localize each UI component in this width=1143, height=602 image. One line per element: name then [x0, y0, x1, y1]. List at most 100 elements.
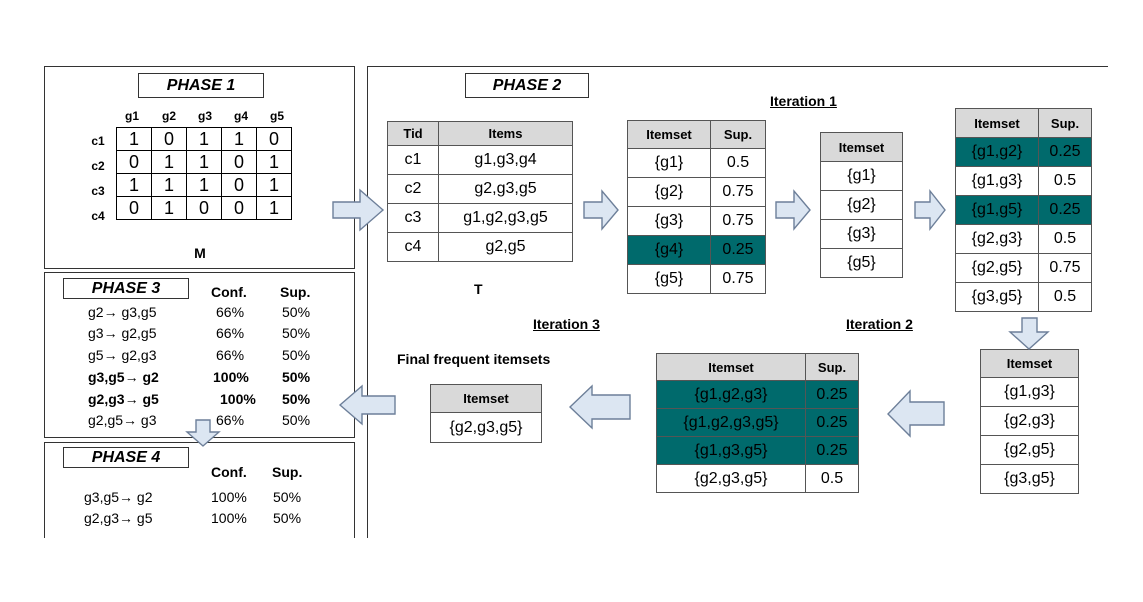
table-row-pruned: {g1,g2,g3,g5} 0.25	[656, 408, 859, 437]
phase3-conf: 66%	[216, 412, 245, 428]
matrix-cell: 1	[186, 127, 222, 151]
sup-cell: 0.25	[1038, 195, 1092, 225]
itemset-cell: {g3}	[820, 219, 903, 249]
transactions-table: Tid Items c1 g1,g3,g4 c2 g2,g3,g5 c3 g1,…	[387, 121, 573, 262]
phase1-title: PHASE 1	[138, 73, 264, 98]
phase3-conf: 100%	[220, 391, 256, 407]
phase2-title: PHASE 2	[465, 73, 589, 98]
sup-cell: 0.75	[710, 177, 766, 207]
phase3-sup: 50%	[282, 347, 311, 363]
phase4-rule: g3,g5→ g2	[84, 489, 153, 505]
phase3-sup: 50%	[282, 369, 311, 385]
itemset-header: Itemset	[820, 132, 903, 162]
matrix-cell: 0	[221, 150, 257, 174]
itemset-cell: {g1,g3}	[955, 166, 1039, 196]
sup-cell: 0.25	[805, 436, 859, 465]
table-row-pruned: {g1,g3,g5} 0.25	[656, 436, 859, 465]
matrix-cell: 1	[256, 173, 292, 197]
table-row: {g3,g5}	[980, 464, 1079, 494]
table-row: c2 g2,g3,g5	[387, 174, 573, 204]
arrow-left-icon	[568, 384, 631, 430]
table-row-pruned: {g1,g5} 0.25	[955, 195, 1092, 225]
matrix-cell: 1	[151, 150, 187, 174]
items-cell: g1,g2,g3,g5	[438, 203, 573, 233]
itemset-cell: {g2,g3}	[955, 224, 1039, 254]
arrow-down-icon	[1008, 317, 1050, 350]
table-row: {g2,g3,g5}	[430, 412, 542, 443]
itemset-cell: {g2,g5}	[980, 435, 1079, 465]
phase4-title: PHASE 4	[63, 447, 189, 468]
final-itemsets-table: Itemset {g2,g3,g5}	[430, 384, 542, 443]
iteration1-label: Iteration 1	[770, 93, 837, 109]
phase3-title: PHASE 3	[63, 278, 189, 299]
matrix-col-label: g2	[161, 109, 176, 123]
phase2-panel-top-border	[367, 66, 1108, 67]
sup-header: Sup.	[710, 120, 766, 149]
matrix-row-label: c1	[91, 134, 105, 148]
matrix-col-label: g5	[269, 109, 284, 123]
matrix-row-label: c4	[91, 209, 105, 223]
matrix-caption: M	[194, 245, 206, 261]
matrix-cell: 0	[221, 196, 257, 220]
matrix-cell: 1	[256, 196, 292, 220]
phase3-rule: g3,g5→ g2	[88, 369, 159, 385]
phase3-rule: g2→ g3,g5	[88, 304, 157, 320]
arrow-right-icon	[914, 188, 946, 232]
table-row: {g2,g5}	[980, 435, 1079, 465]
itemset-cell: {g4}	[627, 235, 711, 265]
itemset-cell: {g1,g2,g3}	[656, 380, 806, 409]
itemset-cell: {g1,g5}	[955, 195, 1039, 225]
arrow-right-icon	[332, 188, 385, 232]
table-row: c4 g2,g5	[387, 232, 573, 262]
table-row: {g1,g3} 0.5	[955, 166, 1092, 196]
table-header-row: Itemset	[430, 384, 542, 413]
matrix-cell: 1	[151, 173, 187, 197]
arrow-right-icon	[583, 189, 619, 231]
final-label: Final frequent itemsets	[397, 351, 551, 367]
sup-cell: 0.25	[1038, 137, 1092, 167]
phase3-rule: g3→ g2,g5	[88, 325, 157, 341]
table-row-pruned: {g1,g2,g3} 0.25	[656, 380, 859, 409]
phase4-conf: 100%	[211, 489, 247, 505]
items-cell: g2,g5	[438, 232, 573, 262]
matrix-cell: 0	[116, 196, 152, 220]
matrix-cell: 0	[186, 196, 222, 220]
itemset-cell: {g3,g5}	[980, 464, 1079, 494]
table-row: {g2} 0.75	[627, 177, 766, 207]
phase3-sup: 50%	[282, 412, 311, 428]
arrow-left-icon	[338, 384, 396, 426]
phase4-sup-header: Sup.	[272, 464, 303, 480]
table-row: {g2,g5} 0.75	[955, 253, 1092, 283]
items-header: Items	[438, 121, 573, 146]
arrow-left-icon	[887, 389, 945, 438]
table-header-row: Tid Items	[387, 121, 573, 146]
sup-cell: 0.5	[710, 148, 766, 178]
table-row: {g5}	[820, 248, 903, 278]
itemset-cell: {g5}	[627, 264, 711, 294]
phase4-conf: 100%	[211, 510, 247, 526]
table-header-row: Itemset	[820, 132, 903, 162]
candidate3-table: Itemset Sup. {g1,g2,g3} 0.25 {g1,g2,g3,g…	[656, 353, 859, 493]
arrow-right-icon	[775, 189, 811, 231]
frequent1-table: Itemset {g1} {g2} {g3} {g5}	[820, 132, 903, 278]
binary-matrix: 1 0 1 1 0 0 1 1 0 1 1 1 1 0 1 0 1 0 0 1	[116, 127, 292, 220]
sup-cell: 0.75	[1038, 253, 1092, 283]
matrix-row-label: c2	[91, 159, 105, 173]
phase4-sup: 50%	[273, 510, 302, 526]
items-cell: g2,g3,g5	[438, 174, 573, 204]
table-header-row: Itemset Sup.	[656, 353, 859, 381]
itemset-cell: {g1,g3,g5}	[656, 436, 806, 465]
table-row: {g2,g3}	[980, 406, 1079, 436]
itemset-cell: {g2,g3,g5}	[656, 464, 806, 493]
phase2-panel-left-border	[367, 66, 368, 538]
phase3-sup: 50%	[282, 325, 311, 341]
frequent2-table: Itemset {g1,g3} {g2,g3} {g2,g5} {g3,g5}	[980, 349, 1079, 494]
itemset-header: Itemset	[980, 349, 1079, 378]
table-row: {g1} 0.5	[627, 148, 766, 178]
itemset-header: Itemset	[656, 353, 806, 381]
tid-cell: c2	[387, 174, 439, 204]
phase3-sup: 50%	[282, 304, 311, 320]
tid-header: Tid	[387, 121, 439, 146]
sup-cell: 0.75	[710, 264, 766, 294]
